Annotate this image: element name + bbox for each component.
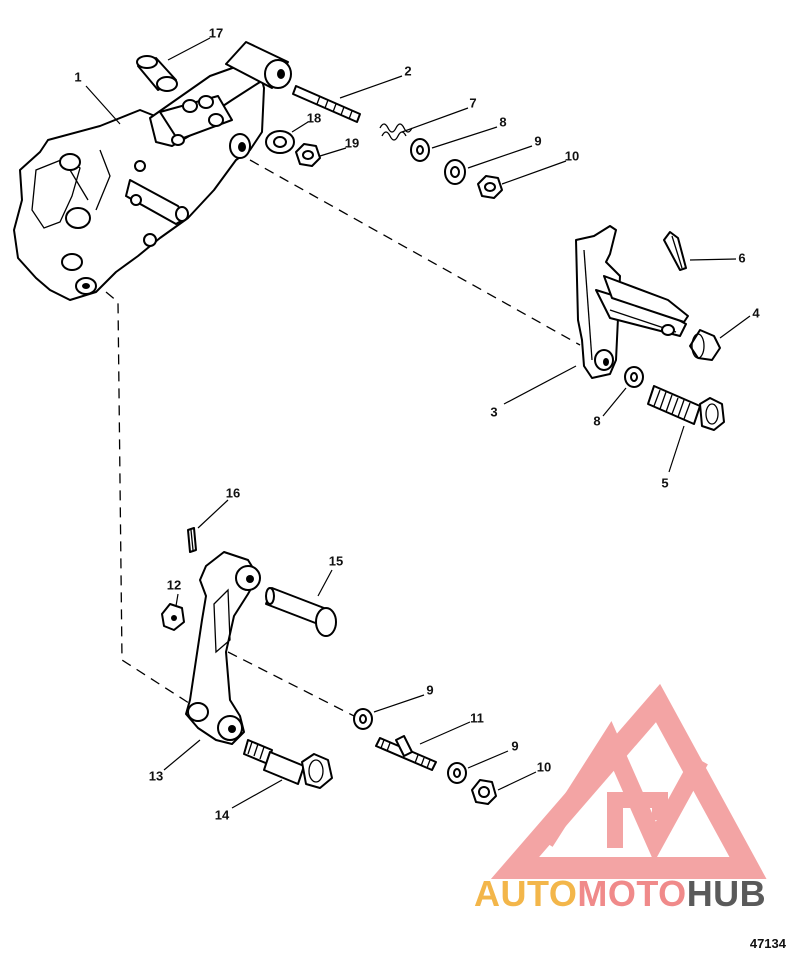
- part-10-nut-top: [477, 175, 503, 199]
- part-8-washer-right: [624, 366, 644, 388]
- part-3-lever: [575, 225, 689, 379]
- callout-9a: 9: [534, 133, 541, 148]
- callout-2: 2: [404, 63, 411, 78]
- part-2-stud: [292, 85, 361, 123]
- callout-15: 15: [329, 553, 343, 568]
- callout-16: 16: [226, 485, 240, 500]
- part-6-cotter-pin: [663, 231, 687, 271]
- watermark-text: AUTOMOTOHUB: [474, 873, 766, 915]
- callout-14: 14: [215, 807, 230, 822]
- callout-13: 13: [149, 768, 163, 783]
- callout-19: 19: [345, 135, 359, 150]
- part-9-washer-lower: [447, 762, 467, 784]
- part-1-bracket: [13, 41, 292, 301]
- callout-9b: 9: [426, 682, 433, 697]
- callout-3: 3: [490, 404, 497, 419]
- callout-8a: 8: [499, 114, 506, 129]
- callout-8b: 8: [593, 413, 600, 428]
- watermark-part-hub: HUB: [686, 873, 767, 914]
- callout-6: 6: [738, 250, 745, 265]
- watermark-part-auto: AUTO: [474, 873, 578, 914]
- part-18-washer: [265, 130, 295, 154]
- part-16-cotter-pin: [187, 527, 197, 553]
- part-15-pin: [265, 587, 337, 637]
- part-10-nut-lower: [471, 779, 497, 805]
- callout-10b: 10: [537, 759, 551, 774]
- part-17-sleeve: [136, 55, 178, 92]
- callout-11: 11: [470, 710, 484, 725]
- callout-10a: 10: [565, 148, 579, 163]
- figure-number: 47134: [749, 936, 786, 951]
- part-14-bolt: [243, 739, 333, 789]
- assembly-lines: [105, 159, 581, 719]
- part-4-cap: [689, 329, 721, 361]
- watermark-part-moto: MOTO: [577, 873, 687, 914]
- part-9-washer-top: [444, 159, 466, 185]
- part-7-spring: [379, 123, 413, 141]
- part-8-washer-top: [410, 138, 430, 162]
- leader-lines: [85, 37, 751, 809]
- part-12-fitting: [161, 603, 185, 631]
- callout-17: 17: [209, 25, 223, 40]
- part-5-bolt: [647, 385, 725, 431]
- callout-9c: 9: [511, 738, 518, 753]
- callout-5: 5: [661, 475, 668, 490]
- callout-12: 12: [167, 577, 181, 592]
- part-9-washer-mid: [353, 708, 373, 730]
- callout-1: 1: [74, 69, 81, 84]
- part-13-link: [185, 551, 261, 745]
- callout-18: 18: [307, 110, 321, 125]
- callout-4: 4: [752, 305, 760, 320]
- part-19-nut: [295, 143, 321, 167]
- part-11-stud: [375, 735, 437, 771]
- watermark-logo: [490, 683, 767, 879]
- callout-7: 7: [469, 95, 476, 110]
